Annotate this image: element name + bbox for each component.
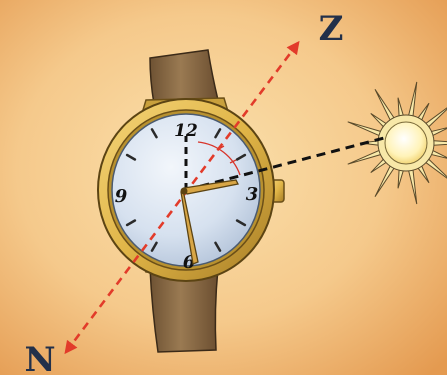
hand-pivot xyxy=(181,188,188,195)
compass-label-north: N xyxy=(24,340,55,375)
numeral-9: 9 xyxy=(115,186,128,207)
compass-label-south: Z xyxy=(319,9,344,49)
numeral-3: 3 xyxy=(246,184,259,205)
watch-strap-top xyxy=(150,50,218,104)
